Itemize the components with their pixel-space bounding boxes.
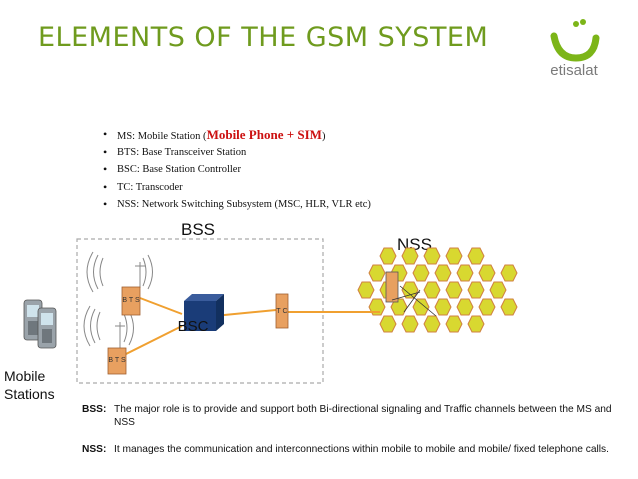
bullet-text: BSC: Base Station Controller [117,164,241,175]
honeycomb-cell [456,298,474,316]
bullet-item: • TC: Transcoder [103,179,371,197]
bts-box [121,286,141,316]
mobile-phone-icon [37,307,57,349]
bullet-highlight: Mobile Phone + SIM [206,127,322,142]
mobile-phone-icon [23,299,43,341]
description-row: NSS: It manages the communication and int… [82,443,622,456]
definition-list: • MS: Mobile Station (Mobile Phone + SIM)… [103,126,371,214]
bullet-text-end: ) [321,131,326,142]
honeycomb-cell [434,264,452,282]
nss-honeycomb-cluster [357,247,518,333]
bts-label: B T S [108,357,126,364]
honeycomb-cell [500,298,518,316]
description-block: BSS: The major role is to provide and sup… [82,403,622,456]
bullet-dot-icon: • [103,197,108,211]
bullet-item: • BTS: Base Transceiver Station [103,144,371,162]
mobile-stations-label: Mobile Stations [4,367,55,403]
honeycomb-cell [401,315,419,333]
honeycomb-cell [467,315,485,333]
description-term: NSS: [82,444,107,455]
honeycomb-cell [412,298,430,316]
page-title: ELEMENTS OF THE GSM SYSTEM [38,22,489,53]
honeycomb-cell [379,247,397,265]
honeycomb-cell [423,247,441,265]
honeycomb-cell [478,264,496,282]
bsc-block [184,294,224,331]
tc-label: T C [276,308,287,315]
bullet-text: NSS: Network Switching Subsystem (MSC, H… [117,199,371,210]
bts-antenna-icon [86,251,153,293]
honeycomb-cell [445,281,463,299]
description-text: The major role is to provide and support… [114,404,612,428]
bullet-item: • NSS: Network Switching Subsystem (MSC, … [103,196,371,214]
honeycomb-cell [423,315,441,333]
honeycomb-cell [434,298,452,316]
bullet-dot-icon: • [103,144,108,159]
honeycomb-cell [401,247,419,265]
honeycomb-cell [445,247,463,265]
bullet-text: TC: Transcoder [117,181,183,193]
description-text: It manages the communication and interco… [114,444,609,455]
bsc-label: BSC [178,318,209,335]
honeycomb-cell [489,281,507,299]
honeycomb-cell [379,315,397,333]
bss-label: BSS [181,220,216,239]
bullet-text: BTS: Base Transceiver Station [117,146,247,158]
honeycomb-cell [357,281,375,299]
bullet-item: • MS: Mobile Station (Mobile Phone + SIM) [103,126,371,144]
bullet-text: MS: Mobile Station ( [117,131,207,142]
bts-box [107,347,127,375]
logo-text: etisalat [550,62,598,79]
description-row: BSS: The major role is to provide and sup… [82,403,622,429]
honeycomb-cell [423,281,441,299]
bullet-dot-icon: • [103,127,108,141]
honeycomb-cell [500,264,518,282]
honeycomb-cell [478,298,496,316]
honeycomb-cell [368,264,386,282]
etisalat-logo: etisalat [536,14,612,84]
honeycomb-cell [467,281,485,299]
bts-bsc-link [139,297,183,315]
tc-box [275,293,289,329]
bullet-item: • BSC: Base Station Controller [103,161,371,179]
honeycomb-cell [445,315,463,333]
logo-mark-icon [550,19,600,62]
msc-node [385,271,437,317]
bsc-tc-link [213,309,277,317]
bullet-dot-icon: • [103,162,108,176]
description-term: BSS: [82,404,107,415]
honeycomb-cell [456,264,474,282]
gsm-network-diagram: B T S B T S T C BSC [23,238,518,384]
bullet-dot-icon: • [103,179,108,194]
bts-bsc-link [121,325,183,357]
honeycomb-cell [412,264,430,282]
mobile-label-line: Mobile [4,368,46,384]
bts-label: B T S [122,297,140,304]
honeycomb-cell [467,247,485,265]
mobile-label-line: Stations [4,386,55,402]
